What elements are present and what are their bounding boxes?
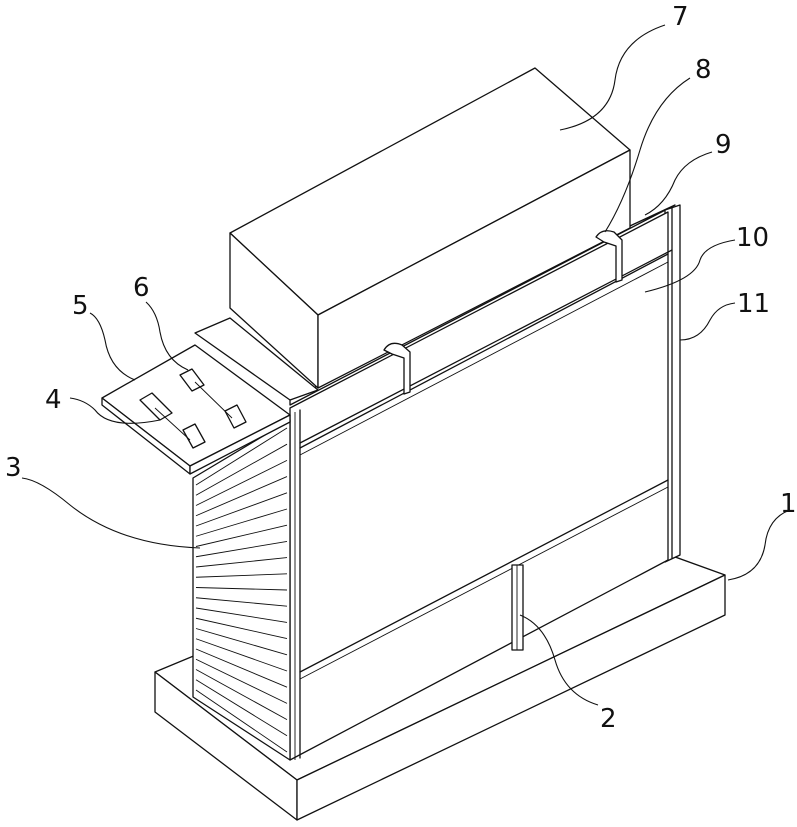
support-post-body	[512, 565, 523, 650]
label-6: 6	[133, 273, 150, 303]
label-3: 3	[5, 453, 22, 483]
label-4: 4	[45, 385, 62, 415]
leader-11	[680, 303, 735, 340]
label-11: 11	[737, 289, 770, 319]
label-7: 7	[672, 2, 689, 32]
label-5: 5	[72, 291, 89, 321]
leader-3	[22, 478, 200, 548]
label-8: 8	[695, 55, 712, 85]
label-9: 9	[715, 130, 732, 160]
label-10: 10	[736, 223, 769, 253]
support-post	[512, 565, 523, 650]
leader-1	[728, 510, 790, 580]
label-1: 1	[780, 489, 797, 519]
leader-5	[90, 313, 135, 380]
label-2: 2	[600, 704, 617, 734]
